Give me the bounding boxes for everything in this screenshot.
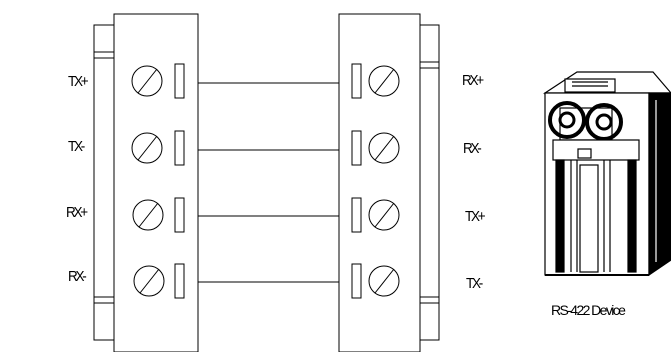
left-screw-4 [133, 263, 185, 299]
right-slot-1 [351, 63, 362, 99]
left-screw-2 [131, 130, 185, 166]
left-rail [93, 24, 115, 341]
left-slot-4 [174, 263, 185, 299]
left-terminal-block [93, 13, 199, 352]
left-screw-3 [132, 197, 185, 233]
right-pin-label-3: TX+ [465, 208, 486, 225]
right-pin-label-2: RX- [463, 140, 482, 157]
right-pin-label-4: TX- [466, 275, 483, 292]
right-rail [419, 24, 440, 341]
left-slot-1 [174, 63, 185, 99]
right-slot-3 [351, 197, 362, 233]
right-pin-label-1: RX+ [462, 72, 484, 89]
left-screw-1 [131, 63, 185, 99]
right-screw-2 [351, 130, 400, 166]
device-caption: RS-422 Device [551, 302, 626, 318]
wires [198, 82, 339, 283]
right-slot-4 [351, 263, 362, 299]
rs422-device-icon [542, 71, 671, 277]
left-slot-2 [174, 130, 185, 166]
left-slot-3 [174, 197, 185, 233]
left-pin-label-2: TX- [68, 138, 85, 155]
right-terminal-block [338, 13, 440, 352]
right-screw-1 [351, 63, 400, 99]
left-pin-label-1: TX+ [68, 73, 89, 90]
left-pin-label-3: RX+ [66, 204, 88, 221]
left-pin-label-4: RX- [68, 268, 87, 285]
left-block-body [113, 13, 199, 352]
right-block-body [338, 13, 421, 352]
right-screw-3 [351, 197, 400, 233]
right-slot-2 [351, 130, 362, 166]
right-screw-4 [351, 263, 400, 299]
